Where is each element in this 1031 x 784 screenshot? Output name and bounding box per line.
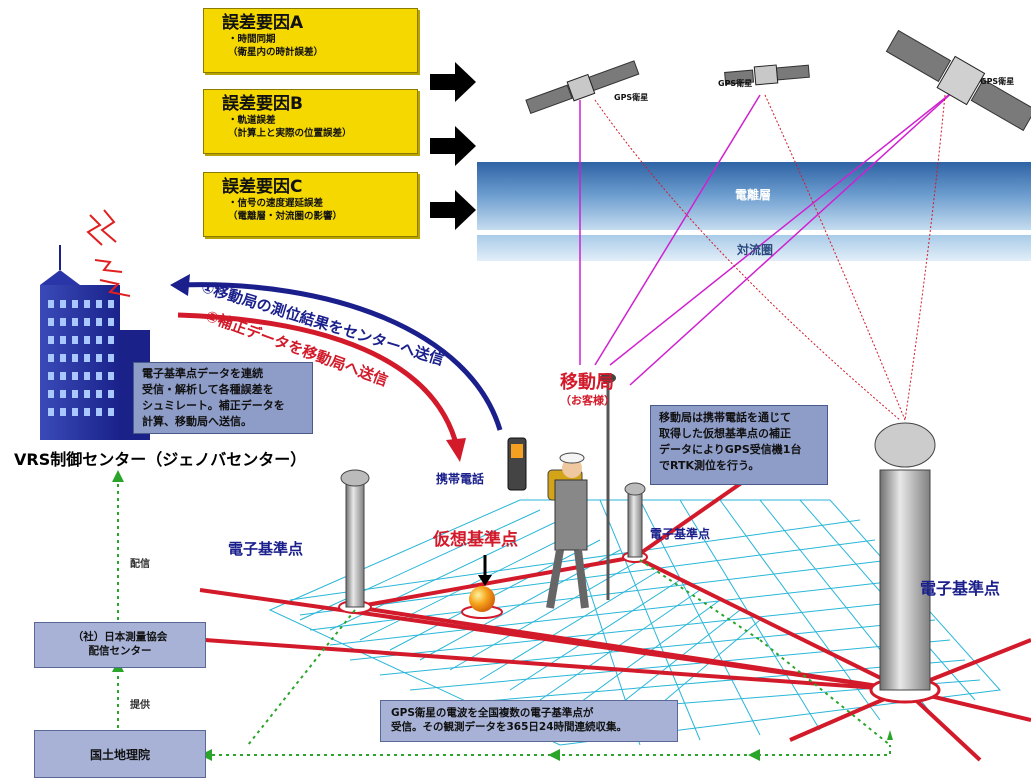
distribution-center-box: （社）日本測量協会 配信センター	[34, 622, 206, 668]
arrow-icon	[430, 62, 476, 230]
troposphere-band	[477, 235, 1031, 261]
rover-note-box: 移動局は携帯電話を通じて 取得した仮想基準点の補正 データによりGPS受信機1台…	[650, 405, 828, 485]
provide-label: 提供	[130, 700, 150, 711]
satellite-icon	[885, 29, 1031, 132]
reference-point-label: 電子基準点	[228, 540, 304, 558]
error-factor-line: （計算上と実際の位置誤差）	[228, 128, 352, 139]
note-line: 電子基準点データを連続	[142, 367, 263, 380]
note-line: GPS衛星の電波を全国複数の電子基準点が	[391, 707, 594, 719]
reference-pillar-icon	[338, 469, 372, 614]
note-line: 受信。その観測データを365日24時間連続収集。	[391, 721, 628, 733]
mobile-phone-icon	[507, 437, 527, 491]
error-factor-line: ・信号の速度遅延誤差	[228, 198, 324, 209]
satellite-label: GPS衛星	[614, 93, 649, 102]
error-factor-title: 誤差要因B	[222, 94, 303, 114]
signal-lines-rover	[579, 89, 956, 386]
org-line: 配信センター	[88, 645, 152, 657]
virtual-point-label: 仮想基準点	[433, 530, 518, 550]
virtual-point-marker	[461, 555, 503, 619]
note-line: 計算、移動局へ送信。	[142, 415, 252, 428]
center-note-box: 電子基準点データを連続 受信・解析して各種誤差を シュミレート。補正データを 計…	[133, 362, 313, 434]
flow-arrow-to-rover	[177, 312, 458, 441]
note-line: 移動局は携帯電話を通じて	[659, 411, 791, 424]
note-line: でRTK測位を行う。	[659, 459, 760, 472]
radio-wave-icon	[86, 209, 131, 297]
phone-label: 携帯電話	[436, 472, 485, 486]
rover-sub-label: （お客様）	[560, 394, 615, 407]
ionosphere-label: 電離層	[735, 188, 772, 202]
reference-point-label: 電子基準点	[650, 527, 711, 541]
error-factor-line: ・軌道誤差	[228, 115, 276, 126]
error-factor-line: （衛星内の時計誤差）	[228, 47, 324, 58]
vrs-center-label: VRS制御センター（ジェノバセンター）	[14, 450, 307, 469]
troposphere-label: 対流圏	[737, 243, 774, 257]
reference-pillar-icon	[622, 482, 648, 563]
error-factor-b-box: 誤差要因B ・軌道誤差 （計算上と実際の位置誤差）	[203, 89, 418, 154]
error-factor-line: （電離層・対流圏の影響）	[228, 211, 343, 222]
error-factor-title: 誤差要因C	[222, 177, 303, 197]
error-factor-a-box: 誤差要因A ・時間同期 （衛星内の時計誤差）	[203, 8, 418, 73]
signal-lines-reference	[594, 94, 946, 421]
note-line: 受信・解析して各種誤差を	[142, 383, 274, 396]
gsi-box: 国土地理院	[34, 730, 206, 778]
error-factor-title: 誤差要因A	[222, 13, 304, 33]
reference-point-label: 電子基準点	[920, 579, 1001, 598]
reference-pillar-icon	[869, 422, 941, 704]
surveyor-icon	[546, 373, 616, 609]
distribute-label: 配信	[130, 559, 150, 570]
rover-label: 移動局	[560, 372, 614, 393]
note-line: データによりGPS受信機1台	[659, 443, 802, 456]
satellite-label: GPS衛星	[718, 79, 753, 88]
error-factor-c-box: 誤差要因C ・信号の速度遅延誤差 （電離層・対流圏の影響）	[203, 172, 418, 237]
note-line: 取得した仮想基準点の補正	[659, 427, 791, 440]
data-flow-lines	[117, 478, 891, 756]
flow-arrow-to-center	[179, 282, 503, 431]
org-line: （社）日本測量協会	[72, 631, 168, 643]
gps-note-box: GPS衛星の電波を全国複数の電子基準点が 受信。その観測データを365日24時間…	[380, 700, 678, 742]
satellite-label: GPS衛星	[980, 77, 1015, 86]
satellite-icon	[525, 60, 640, 115]
error-factor-line: ・時間同期	[228, 34, 276, 45]
gsi-label: 国土地理院	[89, 748, 150, 762]
note-line: シュミレート。補正データを	[142, 399, 285, 412]
ionosphere-band	[477, 162, 1031, 230]
satellite-icon	[724, 64, 810, 86]
